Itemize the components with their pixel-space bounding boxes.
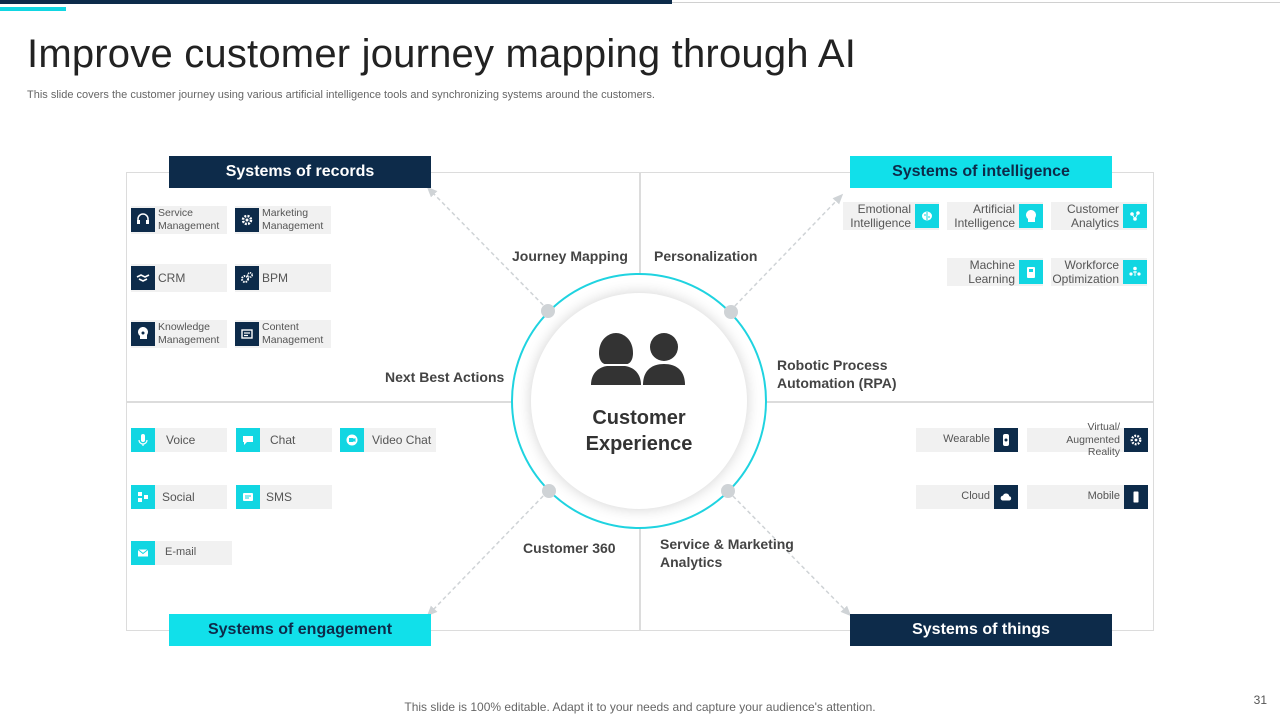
header-systems-of-intelligence: Systems of intelligence <box>850 156 1112 188</box>
watch-icon <box>994 428 1018 452</box>
center-label: Customer Experience <box>531 405 747 457</box>
item-label: Social <box>162 489 195 504</box>
item-label: Machine Learning <box>968 257 1015 286</box>
team-icon <box>1123 260 1147 284</box>
connector-engagement <box>426 490 549 617</box>
item-label: Mobile <box>1087 490 1120 503</box>
label-rpa-line2: Automation (RPA) <box>777 375 897 392</box>
records-item-bpm: BPM <box>235 264 331 292</box>
label-customer-360: Customer 360 <box>523 540 616 556</box>
share-icon <box>131 485 155 509</box>
footer-note: This slide is 100% editable. Adapt it to… <box>404 700 876 714</box>
records-item-crm: CRM <box>131 264 227 292</box>
records-item-marketing-management: Marketing Management <box>235 206 331 234</box>
header-systems-of-records: Systems of records <box>169 156 431 188</box>
label-service-marketing-analytics: Service & Marketing Analytics <box>660 535 794 571</box>
things-item-virtual-augmented-reality: Virtual/ Augmented Reality <box>1027 421 1148 459</box>
handshake-icon <box>131 266 155 290</box>
people-icon <box>591 333 685 385</box>
intelligence-item-customer-analytics: Customer Analytics <box>1051 202 1147 230</box>
microphone-icon <box>131 428 155 452</box>
slide-subtitle: This slide covers the customer journey u… <box>27 89 655 101</box>
mobile-icon <box>1124 485 1148 509</box>
item-label: Cloud <box>961 490 990 503</box>
cloud-icon <box>994 485 1018 509</box>
engagement-item-sms: SMS <box>236 485 332 509</box>
item-label: Content Management <box>262 321 324 346</box>
item-label: Marketing Management <box>262 207 324 232</box>
engagement-item-social: Social <box>131 485 227 509</box>
connector-things <box>727 490 852 617</box>
vr-gear-icon <box>1124 428 1148 452</box>
engagement-item-video-chat: Video Chat <box>340 428 436 452</box>
item-label: E-mail <box>165 546 197 559</box>
item-label: Workforce Optimization <box>1052 257 1120 286</box>
intelligence-item-workforce-optimization: Workforce Optimization <box>1051 258 1147 286</box>
top-divider-line <box>672 2 1280 3</box>
label-journey-mapping: Journey Mapping <box>512 248 628 264</box>
center-circle: Customer Experience <box>531 293 747 509</box>
ring-dot-bottom-right <box>721 484 735 498</box>
label-personalization: Personalization <box>654 248 758 264</box>
intelligence-item-artificial-intelligence: Artificial Intelligence <box>947 202 1043 230</box>
label-rpa: Robotic Process Automation (RPA) <box>777 356 897 392</box>
head-icon <box>1019 204 1043 228</box>
ring-dot-top-left <box>541 304 555 318</box>
ring-dot-top-right <box>724 305 738 319</box>
item-label: Emotional Intelligence <box>850 201 911 230</box>
headset-icon <box>131 208 155 232</box>
top-accent-bar-cyan <box>0 7 66 11</box>
gear-icon <box>235 208 259 232</box>
intelligence-item-machine-learning: Machine Learning <box>947 258 1043 286</box>
item-label: Voice <box>166 432 196 447</box>
item-label: Wearable <box>943 433 990 446</box>
item-label: Video Chat <box>372 432 432 447</box>
item-label: Artificial Intelligence <box>954 201 1015 230</box>
item-label: Customer Analytics <box>1066 201 1119 230</box>
item-label: BPM <box>262 270 289 285</box>
records-item-content-management: Content Management <box>235 320 331 348</box>
connector-records <box>426 186 549 311</box>
item-label: Service Management <box>158 207 220 232</box>
label-sma-line2: Analytics <box>660 554 723 571</box>
things-item-cloud: Cloud <box>916 485 1018 509</box>
connector-intelligence <box>729 193 844 312</box>
item-label: Chat <box>270 432 296 447</box>
ring-dot-bottom-left <box>542 484 556 498</box>
item-label: SMS <box>266 489 293 504</box>
brain-gear-icon <box>131 322 155 346</box>
item-label: Virtual/ Augmented Reality <box>1066 421 1120 459</box>
item-label: CRM <box>158 270 186 285</box>
label-rpa-line1: Robotic Process <box>777 357 888 373</box>
analytics-icon <box>1123 204 1147 228</box>
slide-title: Improve customer journey mapping through… <box>27 32 857 76</box>
center-label-line1: Customer <box>592 407 686 429</box>
things-item-wearable: Wearable <box>916 428 1018 452</box>
things-item-mobile: Mobile <box>1027 485 1148 509</box>
brain-icon <box>915 204 939 228</box>
video-icon <box>340 428 364 452</box>
page-number: 31 <box>1253 693 1267 707</box>
document-icon <box>235 322 259 346</box>
label-next-best-actions: Next Best Actions <box>385 369 505 385</box>
engagement-item-email: E-mail <box>131 541 232 565</box>
engagement-item-voice: Voice <box>131 428 227 452</box>
engagement-item-chat: Chat <box>236 428 332 452</box>
records-item-service-management: Service Management <box>131 206 227 234</box>
center-label-line2: Experience <box>585 433 693 455</box>
robot-icon <box>1019 260 1043 284</box>
label-sma-line1: Service & Marketing <box>660 536 794 552</box>
cogs-icon <box>235 266 259 290</box>
top-accent-bar <box>0 0 672 4</box>
email-icon <box>131 541 155 565</box>
sms-icon <box>236 485 260 509</box>
header-systems-of-things: Systems of things <box>850 614 1112 646</box>
records-item-knowledge-management: Knowledge Management <box>131 320 227 348</box>
item-label: Knowledge Management <box>158 321 220 346</box>
intelligence-item-emotional-intelligence: Emotional Intelligence <box>843 202 939 230</box>
header-systems-of-engagement: Systems of engagement <box>169 614 431 646</box>
chat-icon <box>236 428 260 452</box>
